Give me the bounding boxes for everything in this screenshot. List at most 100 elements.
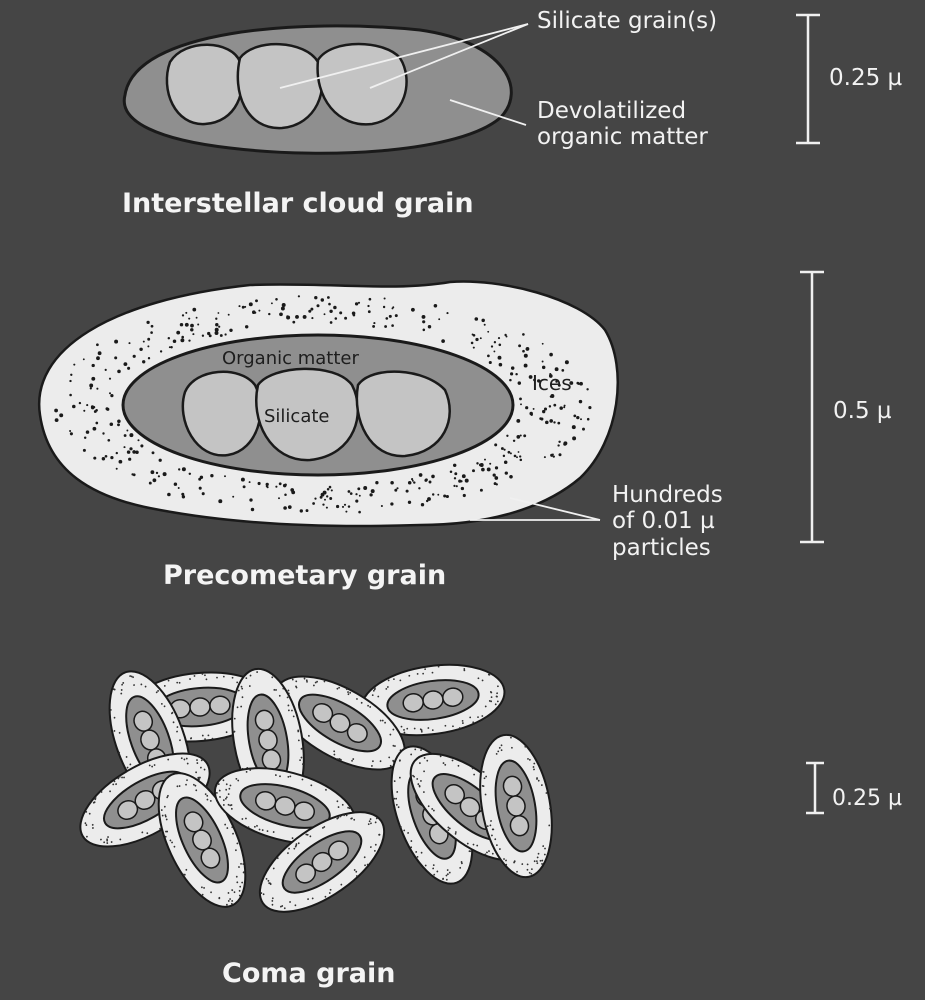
coma-caption: Coma grain (222, 958, 395, 989)
ice-particle (180, 323, 183, 326)
ice-particle (324, 499, 326, 501)
ice-particle (499, 363, 503, 367)
ice-particle (107, 439, 110, 442)
ice-particle (180, 338, 184, 342)
ice-particle (228, 314, 230, 316)
ice-particle (69, 430, 71, 432)
ice-particle (454, 477, 456, 479)
ice-particle (153, 478, 157, 482)
ice-particle (509, 475, 513, 479)
ice-particle (267, 486, 269, 488)
ice-particle (331, 489, 333, 491)
ice-particle (491, 345, 493, 347)
ice-particle (329, 497, 332, 500)
ice-particle (391, 324, 394, 327)
ice-particle (168, 337, 170, 339)
ice-particle (371, 489, 375, 493)
interstellar-grain (124, 24, 528, 153)
ice-particle (493, 350, 495, 352)
ice-particle (525, 406, 528, 409)
ice-particle (499, 344, 502, 347)
ice-particle (96, 343, 99, 346)
ice-particle (284, 493, 287, 496)
ice-particle (178, 487, 180, 489)
ice-particle (558, 441, 560, 443)
ice-particle (480, 463, 484, 467)
ice-particle (224, 333, 226, 335)
ice-particle (515, 373, 517, 375)
ice-particle (96, 388, 98, 390)
ice-particle (557, 422, 560, 425)
ice-particle (314, 296, 317, 299)
ice-particle (372, 325, 375, 328)
ice-particle (279, 482, 282, 485)
ice-particle (90, 387, 92, 389)
ice-particle (529, 412, 533, 416)
scale-label-coma: 0.25 µ (832, 786, 902, 811)
ice-particle (516, 419, 520, 423)
ice-particle (553, 455, 555, 457)
ice-particle (472, 469, 475, 472)
ice-particle (344, 504, 346, 506)
ice-particle (281, 307, 285, 311)
ice-particle (552, 454, 554, 456)
ice-particle (215, 323, 218, 326)
ice-particle (73, 364, 75, 366)
ice-particle (327, 296, 330, 299)
ice-particle (588, 406, 591, 409)
ice-particle (355, 302, 358, 305)
ice-particle (463, 494, 466, 497)
ice-particle (498, 337, 500, 339)
ice-particle (114, 356, 117, 359)
ice-particle (453, 485, 455, 487)
ice-particle (123, 446, 125, 448)
ice-particle (480, 337, 482, 339)
ice-particle (224, 475, 226, 477)
ice-particle (572, 425, 576, 429)
ices-label: Ices (532, 372, 572, 395)
ice-particle (432, 493, 434, 495)
ice-particle (503, 455, 505, 457)
ice-particle (116, 468, 118, 470)
ice-particle (441, 339, 445, 343)
ice-particle (395, 314, 398, 317)
ice-particle (367, 305, 369, 307)
ice-particle (460, 480, 462, 482)
ice-particle (196, 317, 198, 319)
ice-particle (218, 326, 220, 328)
ice-particle (148, 357, 150, 359)
ice-particle (110, 394, 113, 397)
ice-particle (375, 481, 378, 484)
ice-particle (419, 473, 423, 477)
ice-particle (473, 347, 475, 349)
interstellar-silicate-2 (238, 44, 322, 128)
ice-particle (461, 487, 464, 490)
ice-particle (524, 354, 528, 358)
ice-particle (544, 407, 547, 410)
ice-particle (105, 369, 107, 371)
silicate-label: Silicate (264, 407, 330, 428)
ice-particle (454, 472, 457, 475)
ice-particle (396, 487, 398, 489)
ice-particle (383, 306, 385, 308)
ice-particle (453, 464, 456, 467)
ice-particle (408, 481, 412, 485)
ice-particle (229, 329, 232, 332)
ice-particle (106, 407, 109, 410)
ice-particle (83, 410, 85, 412)
ice-particle (170, 346, 172, 348)
ice-particle (300, 509, 303, 512)
ice-particle (311, 317, 313, 319)
scale-label-interstellar: 0.25 µ (829, 65, 902, 91)
ice-particle (545, 421, 549, 425)
ice-particle (83, 358, 85, 360)
ice-particle (278, 497, 280, 499)
ice-particle (549, 405, 551, 407)
ice-particle (215, 331, 219, 335)
ice-particle (381, 505, 383, 507)
ice-particle (501, 447, 504, 450)
ice-particle (167, 493, 171, 497)
ice-particle (339, 311, 342, 314)
ice-particle (123, 362, 127, 366)
ice-particle (369, 493, 372, 496)
